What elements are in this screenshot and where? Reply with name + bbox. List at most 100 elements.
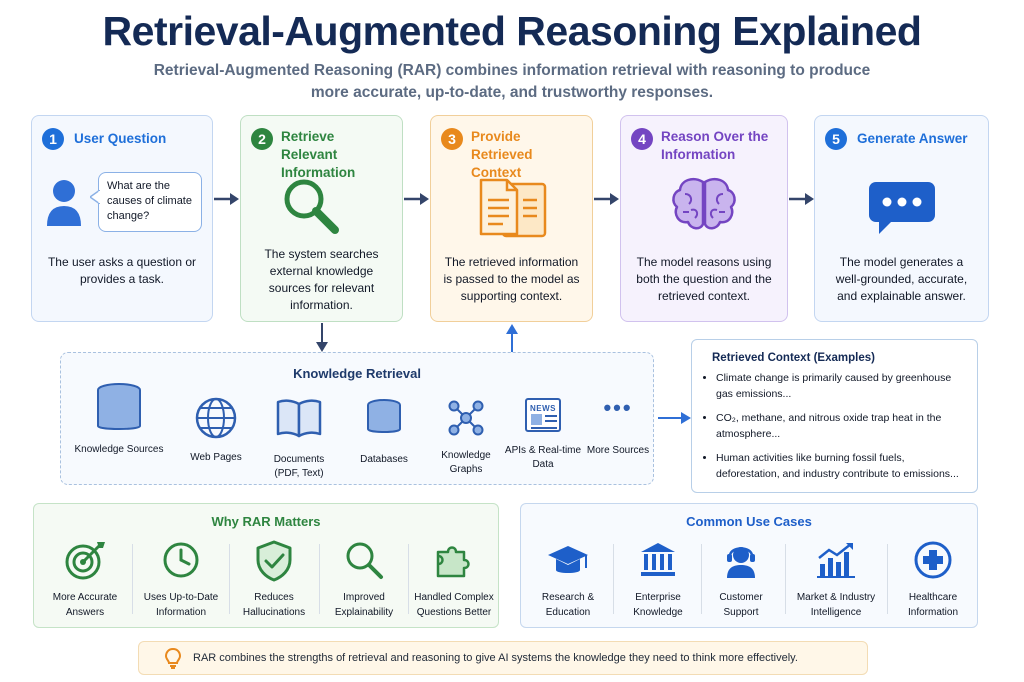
kr-item-label: APIs & Real-time Data: [504, 445, 582, 470]
list-item: Human activities like burning fossil fue…: [716, 450, 966, 482]
why-item-explainability: Improved Explainability: [322, 540, 406, 624]
use-item-healthcare: Healthcare Information: [891, 540, 975, 624]
step-description: The model reasons using both the questio…: [636, 255, 772, 303]
why-item-label: Uses Up-to-Date Information: [143, 592, 219, 618]
divider: [887, 544, 888, 614]
arrow-right: [214, 193, 239, 205]
list-item: Climate change is primarily caused by gr…: [716, 370, 966, 402]
use-item-label: Research & Education: [541, 592, 595, 618]
knowledge-retrieval-panel: Knowledge Retrieval Knowledge Sources We…: [60, 352, 654, 485]
use-item-label: Customer Support: [719, 592, 763, 618]
use-cases-panel: Common Use Cases Research & Education En…: [520, 503, 978, 628]
kr-item-label: Knowledge Graphs: [441, 450, 491, 475]
news-badge: NEWS: [530, 404, 556, 413]
kr-item-databases: Databases: [351, 398, 417, 467]
retrieved-context-list: Climate change is primarily caused by gr…: [702, 370, 966, 484]
target-icon: [65, 542, 105, 580]
kr-item-apis: NEWS APIs & Real-time Data: [501, 398, 585, 472]
headset-icon: [727, 547, 755, 578]
step-title: Reason Over the Information: [661, 129, 769, 162]
step-description: The model generates a well-grounded, acc…: [835, 255, 968, 303]
kr-item-more-sources: ••• More Sources: [585, 397, 651, 458]
why-item-accurate: More Accurate Answers: [40, 540, 130, 624]
magnifier-icon: [284, 179, 339, 234]
use-cases-title: Common Use Cases: [686, 514, 812, 529]
use-item-research: Research & Education: [527, 540, 609, 624]
news-icon: NEWS: [525, 398, 561, 432]
kr-item-label: Documents (PDF, Text): [273, 454, 325, 479]
use-item-label: Healthcare Information: [907, 592, 959, 618]
kr-item-web-pages: Web Pages: [181, 397, 251, 465]
kr-item-knowledge-sources: Knowledge Sources: [65, 383, 173, 457]
step-title: User Question: [74, 131, 167, 146]
book-icon: [276, 399, 322, 438]
bubble-tail: [90, 190, 100, 204]
use-item-label: Enterprise Knowledge: [633, 592, 683, 618]
step-card-generate: 5 Generate Answer The model generates a …: [814, 115, 989, 322]
database-icon: [367, 399, 401, 433]
footer-banner: RAR combines the strengths of retrieval …: [138, 641, 868, 675]
kr-item-label: Knowledge Sources: [74, 444, 164, 455]
step-number: 4: [631, 128, 653, 150]
kr-item-label: Web Pages: [190, 452, 242, 463]
bar-chart-icon: [817, 543, 855, 578]
step-title: Generate Answer: [857, 131, 968, 146]
divider: [408, 544, 409, 614]
why-item-hallucinations: Reduces Hallucinations: [232, 540, 316, 624]
page-subtitle: Retrieval-Augmented Reasoning (RAR) comb…: [153, 62, 871, 101]
lightbulb-icon: [164, 647, 182, 669]
step-title: Provide Retrieved Context: [471, 129, 533, 180]
building-icon: [641, 543, 675, 576]
globe-icon: [195, 397, 237, 439]
step-number: 5: [825, 128, 847, 150]
list-item: CO₂, methane, and nitrous oxide trap hea…: [716, 410, 966, 442]
step-card-user-question: 1 User Question What are the causes of c…: [31, 115, 213, 322]
kr-item-knowledge-graphs: Knowledge Graphs: [431, 398, 501, 477]
arrow-right: [404, 193, 429, 205]
divider: [132, 544, 133, 614]
graph-icon: [448, 400, 484, 436]
retrieved-context-title: Retrieved Context (Examples): [712, 352, 875, 364]
arrow-right: [594, 193, 619, 205]
question-bubble-text: What are the causes of climate change?: [107, 180, 192, 222]
divider: [319, 544, 320, 614]
puzzle-icon: [436, 546, 470, 578]
retrieved-context-panel: Retrieved Context (Examples) Climate cha…: [691, 339, 978, 493]
divider: [785, 544, 786, 614]
divider: [701, 544, 702, 614]
step-number: 2: [251, 128, 273, 150]
medical-cross-icon: [914, 541, 952, 579]
clock-icon: [163, 542, 199, 578]
knowledge-retrieval-title: Knowledge Retrieval: [293, 366, 421, 381]
step-card-provide-context: 3 Provide Retrieved Context The retrieve…: [430, 115, 593, 322]
arrow-right-to-context: [658, 412, 691, 424]
step-title: Retrieve Relevant Information: [281, 129, 356, 180]
why-item-up-to-date: Uses Up-to-Date Information: [136, 540, 226, 624]
why-item-label: Handled Complex Questions Better: [414, 592, 494, 618]
database-stack-icon: [97, 383, 141, 430]
why-item-label: More Accurate Answers: [52, 592, 118, 618]
arrow-down: [316, 323, 328, 352]
use-item-support: Customer Support: [703, 540, 779, 624]
why-rar-title: Why RAR Matters: [211, 514, 321, 529]
graduation-cap-icon: [548, 546, 588, 573]
arrow-up: [506, 324, 518, 353]
use-item-market: Market & Industry Intelligence: [789, 540, 883, 624]
arrow-right: [789, 193, 814, 205]
step-number: 3: [441, 128, 463, 150]
magnifier-icon: [346, 542, 383, 579]
use-item-label: Market & Industry Intelligence: [796, 592, 876, 618]
brain-icon: [672, 178, 736, 230]
user-icon: [47, 180, 81, 226]
divider: [229, 544, 230, 614]
why-rar-panel: Why RAR Matters More Accurate Answers Us…: [33, 503, 499, 628]
kr-item-documents: Documents (PDF, Text): [266, 398, 332, 481]
question-bubble: What are the causes of climate change?: [98, 172, 202, 232]
divider: [613, 544, 614, 614]
step-description: The system searches external knowledge s…: [264, 247, 379, 312]
chat-bubble-icon: [869, 182, 935, 234]
shield-check-icon: [256, 540, 292, 582]
step-description: The retrieved information is passed to t…: [443, 255, 580, 303]
page-title: Retrieval-Augmented Reasoning Explained: [102, 8, 922, 54]
kr-item-label: More Sources: [586, 445, 650, 456]
